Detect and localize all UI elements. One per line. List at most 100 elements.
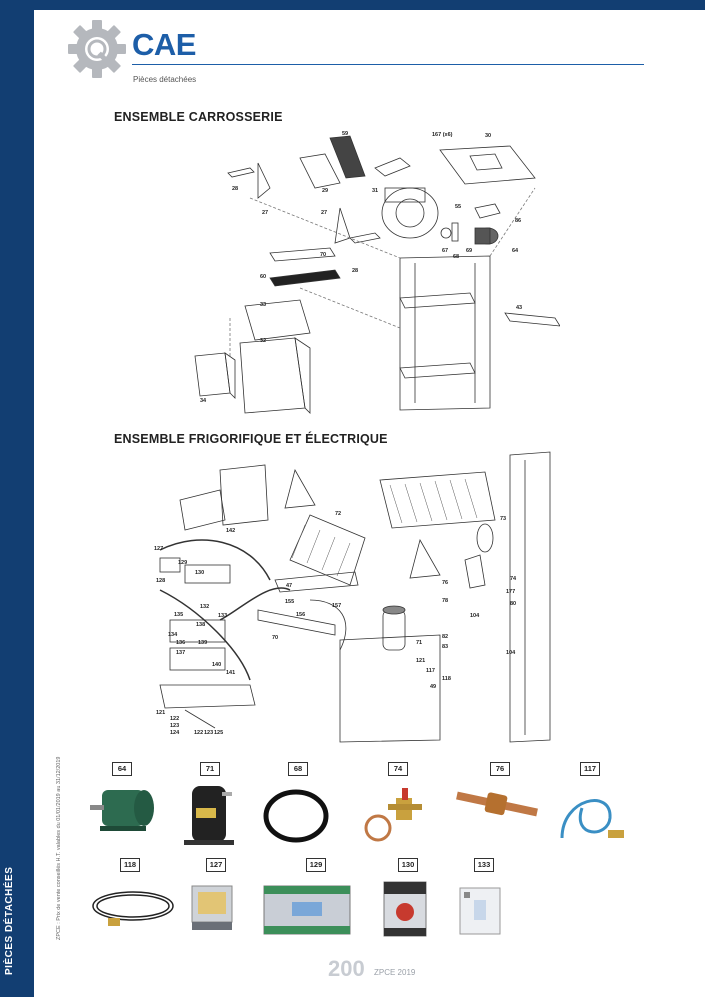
part-thumbnail-compressor: 71 [176, 762, 266, 862]
callout: 55 [455, 204, 461, 210]
callout: 72 [335, 511, 341, 517]
callout: 59 [342, 131, 348, 137]
callout: 124 [170, 730, 180, 736]
callout: 34 [200, 398, 207, 404]
callout: 70 [320, 252, 326, 258]
callout: 71 [416, 640, 422, 646]
part-thumbnail-controller: 129 [262, 858, 352, 958]
callout: 67 [442, 248, 448, 254]
section-title-frigorifique: ENSEMBLE FRIGORIFIQUE ET ÉLECTRIQUE [114, 432, 388, 446]
part-number-label: 133 [474, 858, 494, 872]
callout: 156 [296, 612, 305, 618]
expansion-valve-icon [364, 788, 422, 842]
callout: 123 [204, 730, 213, 736]
callout: 78 [442, 598, 448, 604]
callout: 139 [198, 640, 207, 646]
callout: 104 [470, 613, 480, 619]
compressor-icon [184, 786, 234, 845]
callout: 167 (x6) [432, 132, 453, 138]
callout: 49 [430, 684, 436, 690]
timer-icon [459, 887, 501, 935]
callout: 69 [466, 248, 472, 254]
callout: 32 [260, 338, 266, 344]
callouts-frigorifique: 72 73 142 127 129 130 128 47 132 133 155… [154, 511, 517, 736]
controller-icon [263, 885, 351, 935]
callout: 128 [156, 578, 165, 584]
callout: 140 [212, 662, 221, 668]
callout: 135 [174, 612, 183, 618]
belt-icon [263, 789, 329, 843]
callout: 122 [194, 730, 203, 736]
pressure-switch-icon [560, 799, 624, 839]
callout: 80 [510, 601, 516, 607]
part-number-label: 76 [490, 762, 510, 776]
sidebar-band: PIÈCES DÉTACHÉES [0, 0, 34, 997]
page-number: 200 [328, 956, 365, 981]
part-thumbnail-sight-glass: 76 [452, 762, 542, 862]
callout: 60 [260, 274, 266, 280]
callout: 133 [218, 613, 227, 619]
callout: 31 [372, 188, 378, 194]
part-thumbnail-timer: 133 [454, 858, 544, 958]
callout: 123 [170, 723, 179, 729]
callout: 27 [321, 210, 327, 216]
gear-wrench-icon [68, 20, 126, 78]
callout: 138 [196, 622, 205, 628]
callout: 127 [154, 546, 163, 552]
sensor-icon [92, 891, 174, 926]
part-number-label: 71 [200, 762, 220, 776]
page-subtitle: Pièces détachées [133, 75, 197, 84]
callout: 76 [442, 580, 448, 586]
callout: 125 [214, 730, 223, 736]
callout: 157 [332, 603, 341, 609]
callout: 64 [512, 248, 519, 254]
header-divider [132, 64, 644, 65]
part-thumbnail-belt: 68 [262, 762, 352, 862]
callout: 70 [272, 635, 278, 641]
callout: 137 [176, 650, 185, 656]
sidebar-label: PIÈCES DÉTACHÉES [4, 866, 15, 975]
breaker-icon [383, 881, 427, 937]
callout: 83 [442, 644, 448, 650]
callout: 73 [500, 516, 506, 522]
section-title-carrosserie: ENSEMBLE CARROSSERIE [114, 110, 283, 124]
part-thumbnail-sensor: 118 [88, 858, 178, 958]
part-thumbnail-relay: 127 [176, 858, 266, 958]
part-number-label: 64 [112, 762, 132, 776]
callout: 117 [426, 668, 435, 674]
callout: 47 [286, 583, 292, 589]
part-number-label: 127 [206, 858, 226, 872]
callout: 86 [515, 218, 521, 224]
part-number-label: 74 [388, 762, 408, 776]
callout: 118 [442, 676, 451, 682]
sight-glass-icon [456, 791, 538, 817]
callout: 74 [510, 576, 517, 582]
callout: 129 [178, 560, 187, 566]
callout: 30 [485, 133, 491, 139]
callout: 43 [516, 305, 522, 311]
callouts-carrosserie: 59 167 (x6) 30 28 29 31 27 55 27 86 67 6… [200, 131, 522, 404]
callout: 33 [260, 302, 266, 308]
callout: 121 [416, 658, 425, 664]
callout: 141 [226, 670, 235, 676]
callout: 132 [200, 604, 209, 610]
exploded-diagram-carrosserie: 59 167 (x6) 30 28 29 31 27 55 27 86 67 6… [194, 131, 560, 414]
callout: 134 [168, 632, 178, 638]
edition-label: ZPCE 2019 [374, 968, 416, 977]
part-thumbnail-breaker: 130 [378, 858, 468, 958]
callout: 82 [442, 634, 448, 640]
callout: 142 [226, 528, 235, 534]
legal-notice: ZPCE : Prix de vente conseillés H.T. val… [56, 756, 62, 940]
part-thumbnail-motor: 64 [88, 762, 178, 862]
callout: 130 [195, 570, 204, 576]
part-number-label: 118 [120, 858, 140, 872]
part-number-label: 130 [398, 858, 418, 872]
brand-name: CAE [132, 27, 196, 62]
callout: 28 [352, 268, 358, 274]
callout: 155 [285, 599, 294, 605]
callout: 28 [232, 186, 238, 192]
callout: 122 [170, 716, 179, 722]
callout: 29 [322, 188, 328, 194]
part-thumbnail-expansion-valve: 74 [358, 762, 448, 862]
motor-icon [90, 790, 154, 831]
